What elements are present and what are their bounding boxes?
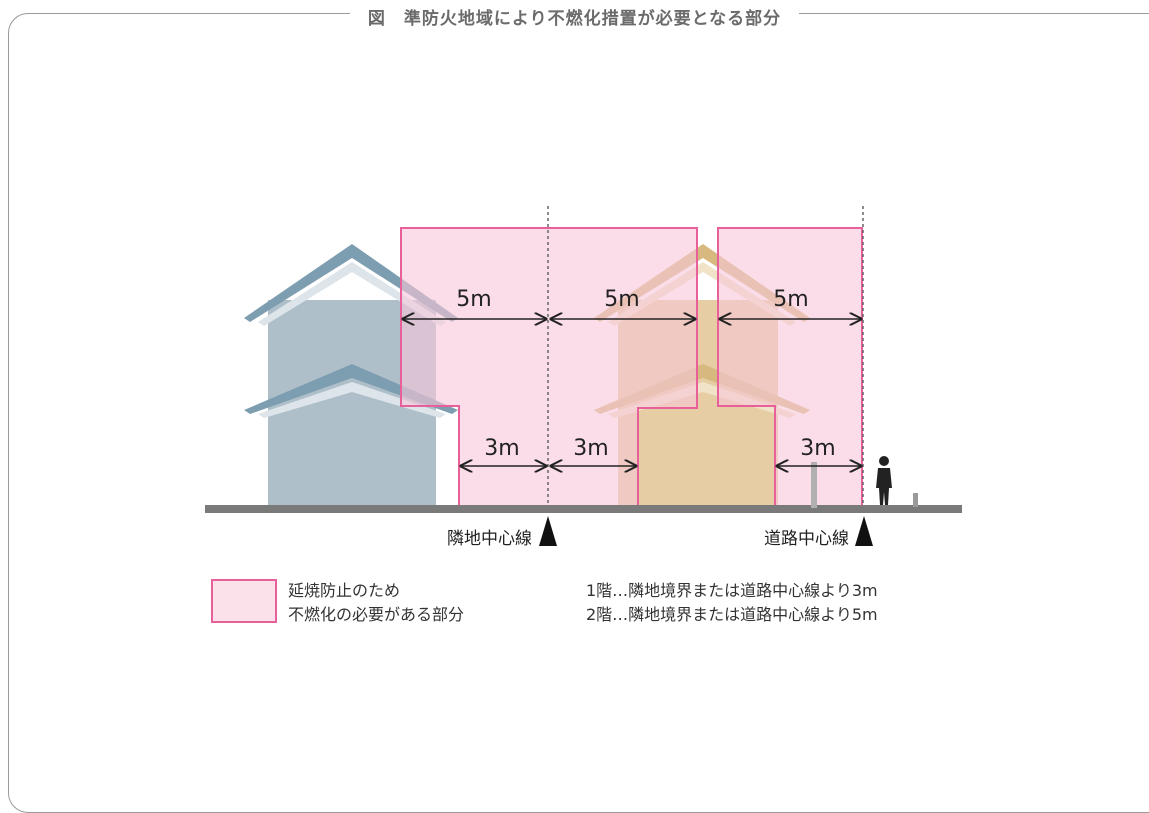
figure-title-wrap: 図 準防火地域により不燃化措置が必要となる部分 xyxy=(0,4,1149,29)
legend-text: 延焼防止のため 不燃化の必要がある部分 xyxy=(288,579,464,627)
neighbor-center-marker xyxy=(539,516,557,546)
legend-line-2: 不燃化の必要がある部分 xyxy=(288,605,465,624)
neighbor-center-label: 隣地中心線 xyxy=(447,529,532,549)
dim-label-5m-2: 5m xyxy=(604,287,639,312)
floor-notes: 1階…隣地境界または道路中心線より3m 2階…隣地境界または道路中心線より5m xyxy=(586,579,878,627)
note-floor-1: 1階…隣地境界または道路中心線より3m xyxy=(586,581,878,600)
ground-line xyxy=(205,505,962,513)
dim-label-5m-1: 5m xyxy=(456,287,491,312)
bollard xyxy=(913,493,918,507)
dim-label-5m-3: 5m xyxy=(773,287,808,312)
dim-label-3m-1: 3m xyxy=(484,436,519,461)
fence-post xyxy=(811,462,817,508)
fire-zone-diagram: 5m 5m 5m 3m 3m 3m 隣地中心線 道路中心線 xyxy=(205,206,962,623)
dim-label-3m-3: 3m xyxy=(800,436,835,461)
dimension-arrows xyxy=(403,319,861,466)
figure-title: 図 準防火地域により不燃化措置が必要となる部分 xyxy=(349,9,800,29)
legend-swatch xyxy=(211,579,277,623)
note-floor-2: 2階…隣地境界または道路中心線より5m xyxy=(586,605,878,624)
person-figure xyxy=(876,456,892,505)
legend-line-1: 延焼防止のため xyxy=(288,581,401,600)
road-center-label: 道路中心線 xyxy=(764,529,849,549)
dim-label-3m-2: 3m xyxy=(573,436,608,461)
road-center-marker xyxy=(855,516,873,546)
